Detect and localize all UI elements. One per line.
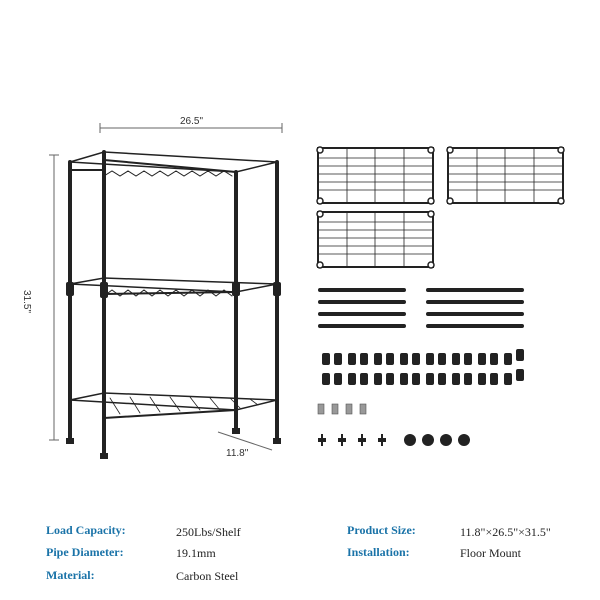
- shelf-feet: [66, 428, 281, 459]
- wire-shelf-panel: [316, 146, 435, 205]
- height-dimension-label: 31.5": [21, 290, 32, 314]
- material-label: Material:: [46, 568, 95, 582]
- pipe-diameter-value: 19.1mm: [176, 546, 216, 560]
- width-dimension-line: [99, 123, 283, 133]
- middle-shelf: [69, 277, 278, 297]
- installation-value: Floor Mount: [460, 546, 522, 560]
- pipe-diameter-label: Pipe Diameter:: [46, 545, 124, 559]
- shelf-unit: [66, 150, 281, 459]
- product-size-value: 11.8"×26.5"×31.5": [460, 525, 551, 539]
- height-dimension-line: [49, 154, 59, 441]
- load-capacity-label: Load Capacity:: [46, 523, 126, 537]
- wire-shelf-panel: [446, 146, 565, 205]
- leveling-feet: [318, 434, 386, 446]
- connector-screws: [317, 403, 367, 415]
- width-dimension-label: 26.5": [180, 116, 204, 127]
- end-caps: [404, 434, 470, 446]
- material-value: Carbon Steel: [176, 569, 239, 583]
- bottom-shelf: [69, 392, 278, 419]
- plastic-clips: [322, 349, 524, 385]
- depth-dimension-line: [217, 431, 273, 451]
- pole-set: [318, 288, 524, 328]
- shelf-posts: [68, 150, 279, 457]
- depth-dimension-label: 11.8": [226, 448, 249, 459]
- wire-shelf-panel: [316, 210, 435, 269]
- load-capacity-value: 250Lbs/Shelf: [176, 525, 241, 539]
- top-shelf: [69, 151, 278, 177]
- installation-label: Installation:: [347, 545, 410, 559]
- product-size-label: Product Size:: [347, 523, 416, 537]
